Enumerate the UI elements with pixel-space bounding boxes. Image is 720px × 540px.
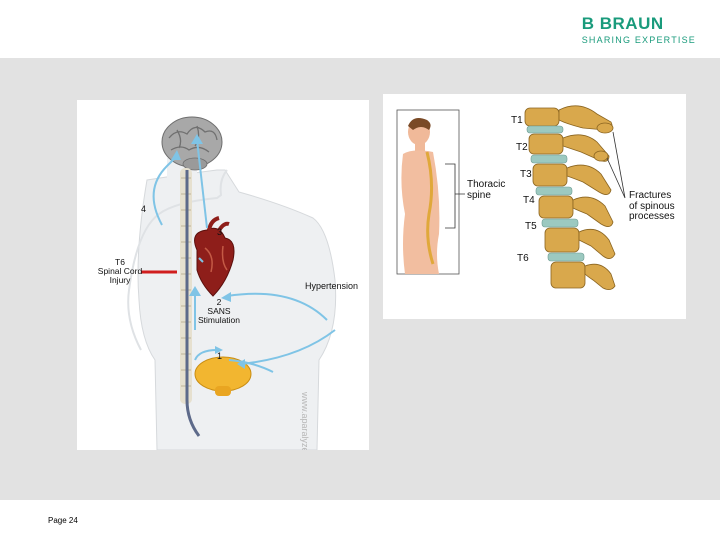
arrow-4 [152, 155, 178, 226]
t6-text: T6 [115, 257, 125, 267]
arrow-1 [194, 349, 218, 361]
sans-label: 2 SANS Stimulation [189, 298, 249, 325]
step-4-label: 4 [141, 204, 147, 214]
vertebrae-column [524, 105, 616, 290]
page-number: Page 24 [48, 516, 78, 525]
bladder-icon [194, 356, 252, 396]
bbraun-logo: B BRAUN SHARING EXPERTISE [582, 14, 696, 45]
footer-bar: Page 24 [0, 500, 720, 540]
step-1-label: 1 [217, 351, 223, 361]
arrow-3 [196, 139, 208, 229]
injury-text: Injury [109, 274, 131, 285]
spine-illustration [396, 105, 626, 290]
spine-text: spine [467, 189, 491, 201]
thoracic-spine-figure: T1 T2 T3 T4 T5 T6 Thoracic spine Fractur… [383, 94, 686, 319]
arrow-hypertension-to-heart [226, 292, 328, 321]
t1-label: T1 [511, 115, 523, 126]
man-figure [401, 118, 440, 274]
sans-text: SANS [207, 305, 231, 316]
arrow-bladder [228, 359, 274, 373]
slide-content: 4 3 T6 Spinal Cord Injury 2 SANS Stimula… [0, 58, 720, 500]
heart-icon [194, 216, 235, 297]
arrow-2 [198, 257, 204, 263]
step-3-label: 3 [217, 227, 223, 237]
fracture-pointers [606, 131, 626, 199]
step-2-text: 2 [216, 297, 222, 307]
logo-tagline: SHARING EXPERTISE [581, 35, 696, 45]
logo-text: B BRAUN [581, 14, 664, 33]
header-bar: B BRAUN SHARING EXPERTISE [0, 0, 720, 58]
thoracic-spine-label: Thoracic spine [467, 179, 506, 201]
reflex-arrows [152, 139, 336, 373]
body-illustration [127, 116, 337, 450]
arrow-hypertension [240, 329, 336, 365]
stimulation-text: Stimulation [197, 314, 241, 325]
autonomic-dysreflexia-figure: 4 3 T6 Spinal Cord Injury 2 SANS Stimula… [77, 100, 369, 450]
thoracic-text: Thoracic [467, 179, 506, 190]
hypertension-label: Hypertension [305, 281, 359, 291]
t4-label: T4 [523, 195, 535, 206]
t2-label: T2 [516, 142, 528, 153]
fractures-text: Fractures [629, 190, 672, 201]
t5-label: T5 [525, 221, 537, 232]
arrowheads [171, 134, 245, 369]
t6-label: T6 [517, 253, 529, 264]
t3-label: T3 [520, 169, 532, 180]
injury-label: T6 Spinal Cord Injury [85, 258, 155, 285]
fractures-label: Fractures of spinous processes [629, 190, 675, 223]
of-spinous-text: of spinous [629, 200, 675, 212]
spinal-cord-text: Spinal Cord [97, 265, 143, 276]
watermark: www.aparalyzed.com [300, 392, 310, 450]
spine-column [180, 168, 201, 437]
processes-text: processes [629, 211, 675, 222]
thoracic-bracket [445, 163, 465, 229]
